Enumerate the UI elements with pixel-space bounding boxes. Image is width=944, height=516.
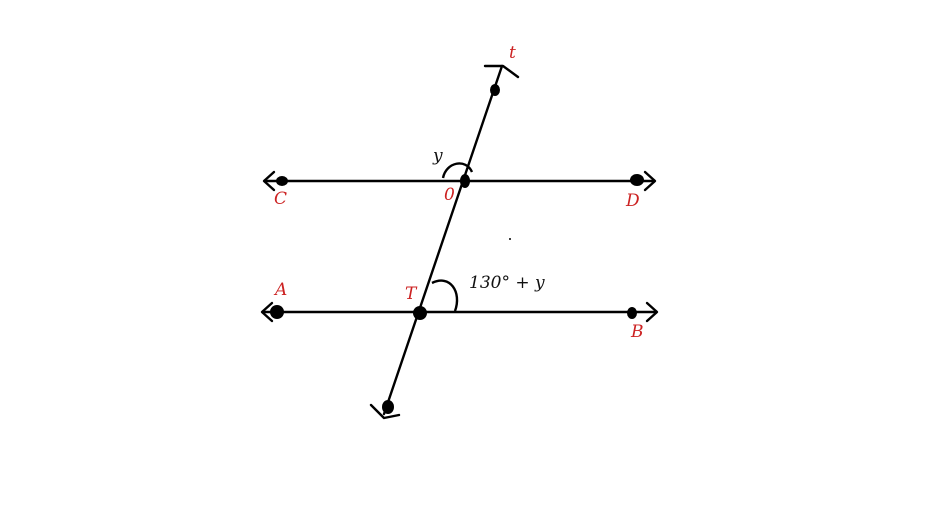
point-o-dot (460, 174, 470, 188)
label-d: D (625, 191, 640, 211)
angle-arc-y (441, 162, 474, 179)
line-cd (262, 170, 657, 192)
point-t-dot (413, 306, 427, 320)
angle-arc-130-plus-y (431, 279, 459, 312)
arrowhead-right-cd (643, 170, 657, 192)
arrowhead-top-t (483, 64, 520, 79)
label-o: 0 (444, 185, 455, 205)
transversal-t (369, 64, 520, 420)
point-t-top-dot (490, 84, 500, 96)
label-t-point: T (405, 284, 418, 304)
arrowhead-bottom-t (369, 403, 401, 420)
label-c: C (274, 189, 287, 209)
point-c-dot (276, 176, 288, 186)
arrowhead-left-cd (262, 170, 276, 192)
point-t-bottom-dot (382, 400, 394, 414)
label-a: A (273, 280, 287, 300)
label-b: B (630, 322, 644, 342)
label-y: y (432, 146, 443, 166)
arrowhead-left-ab (260, 301, 274, 323)
label-130-plus-y: 130° + y (469, 273, 545, 293)
line-ab (260, 301, 659, 323)
label-t: t (509, 43, 516, 63)
point-b-dot (627, 307, 637, 319)
stray-dot (509, 238, 511, 240)
point-d-dot (630, 174, 644, 186)
point-a-dot (270, 305, 284, 319)
arrowhead-right-ab (645, 301, 659, 323)
